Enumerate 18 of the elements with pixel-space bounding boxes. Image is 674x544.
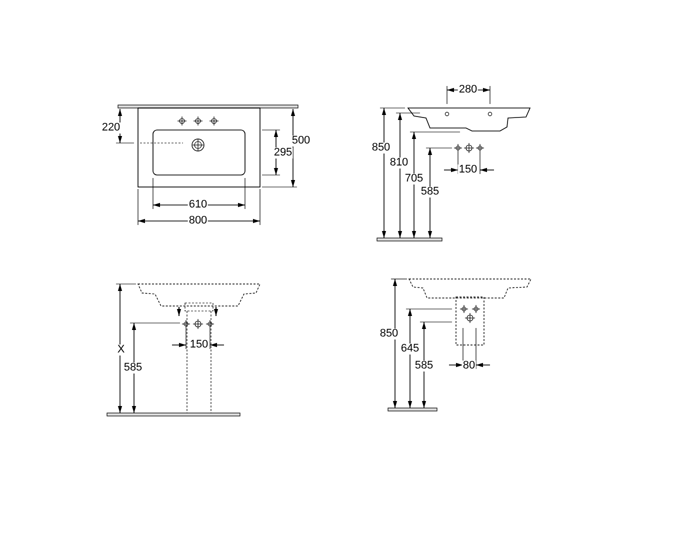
dimension-label: X bbox=[116, 344, 126, 356]
dimension-label: 500 bbox=[290, 136, 312, 146]
dimension-label: 585 bbox=[420, 186, 440, 198]
dimension-label: 850 bbox=[370, 142, 392, 154]
dimension-label: 80 bbox=[462, 360, 476, 372]
dimension-label: 150 bbox=[188, 340, 210, 350]
dimension-label: 280 bbox=[458, 84, 478, 96]
dimension-label: 295 bbox=[272, 148, 294, 158]
dimension-label: 610 bbox=[188, 200, 208, 210]
dimension-label: 800 bbox=[188, 216, 208, 226]
dimension-label: 810 bbox=[388, 158, 410, 168]
dimension-label: 585 bbox=[414, 360, 434, 372]
dimension-label: 645 bbox=[400, 344, 420, 354]
dimension-label: 705 bbox=[404, 174, 424, 184]
dimension-label: 220 bbox=[100, 122, 122, 134]
dimension-label: 150 bbox=[458, 164, 478, 176]
dimension-label: 585 bbox=[122, 362, 144, 374]
dimension-label: 850 bbox=[378, 328, 400, 340]
